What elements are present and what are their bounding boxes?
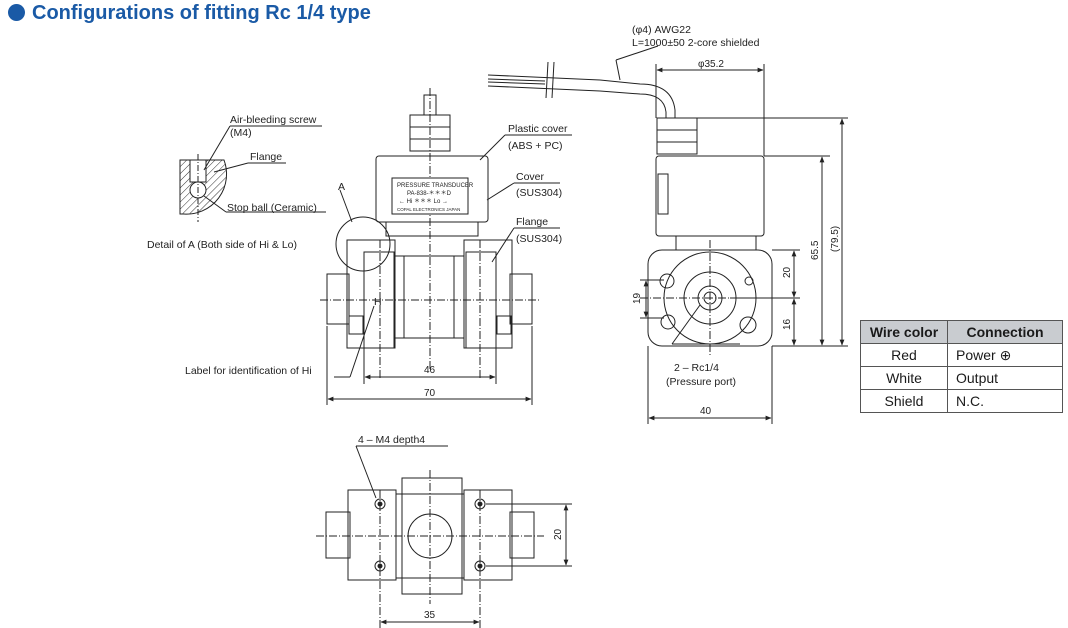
connection-cell: Output <box>947 366 1063 390</box>
hi-label-callout: Label for identification of Hi <box>185 365 312 377</box>
dim-20-side: 20 <box>782 266 793 278</box>
front-view <box>320 88 572 405</box>
side-view <box>487 45 848 424</box>
nameplate-line1: PRESSURE TRANSDUCER <box>397 183 474 189</box>
dim-79-5: (79.5) <box>830 226 841 252</box>
flange-detail-label: Flange <box>250 151 282 163</box>
table-row: Red Power ⊕ <box>860 343 1063 367</box>
wire-color-cell: White <box>860 366 948 390</box>
dim-65-5: 65.5 <box>810 240 821 260</box>
nameplate-line3: ← Hi ＊＊＊ Lo → <box>399 198 448 205</box>
cable-spec-1: (φ4) AWG22 <box>632 24 691 36</box>
detail-a-mark: A <box>338 181 345 193</box>
cover-label: Cover <box>516 171 545 183</box>
dim-19: 19 <box>632 292 643 304</box>
plastic-cover-label: Plastic cover <box>508 123 568 135</box>
connection-cell: Power ⊕ <box>947 343 1063 367</box>
nameplate-line4: COPAL ELECTRONICS JAPAN <box>397 207 460 212</box>
bottom-view <box>316 445 572 628</box>
detail-a-caption: Detail of A (Both side of Hi & Lo) <box>147 239 297 251</box>
detail-a-view <box>179 125 326 222</box>
air-bleed-size: (M4) <box>230 127 252 139</box>
port-label: 2 – Rc1/4 <box>674 362 719 374</box>
dim-20-bottom: 20 <box>553 528 564 540</box>
stop-ball-label: Stop ball (Ceramic) <box>227 202 317 214</box>
dim-46: 46 <box>424 365 436 376</box>
air-bleed-label: Air-bleeding screw <box>230 114 317 126</box>
cover-material: (SUS304) <box>516 187 562 199</box>
wire-color-cell: Red <box>860 343 948 367</box>
wire-table-header: Wire color Connection <box>860 320 1063 344</box>
bullet-icon <box>8 4 25 21</box>
wire-color-cell: Shield <box>860 389 948 413</box>
m4-depth-label: 4 – M4 depth4 <box>358 434 425 446</box>
cable-spec-2: L=1000±50 2-core shielded <box>632 37 760 49</box>
page-title: Configurations of fitting Rc 1/4 type <box>8 2 371 25</box>
dim-phi35: φ35.2 <box>698 59 724 70</box>
header-wire-color: Wire color <box>860 320 948 344</box>
table-row: White Output <box>860 366 1063 390</box>
hi-mark: H <box>374 296 382 308</box>
flange-label: Flange <box>516 216 548 228</box>
plastic-cover-material: (ABS + PC) <box>508 140 563 152</box>
flange-material: (SUS304) <box>516 233 562 245</box>
table-row: Shield N.C. <box>860 389 1063 413</box>
nameplate-line2: PA-838-＊＊＊D <box>407 190 452 197</box>
dim-16: 16 <box>782 318 793 330</box>
port-label-desc: (Pressure port) <box>666 376 736 388</box>
dim-70: 70 <box>424 388 436 399</box>
dim-40: 40 <box>700 406 712 417</box>
header-connection: Connection <box>947 320 1063 344</box>
wire-table: Wire color Connection Red Power ⊕ White … <box>860 320 1063 413</box>
dim-35: 35 <box>424 610 436 621</box>
connection-cell: N.C. <box>947 389 1063 413</box>
